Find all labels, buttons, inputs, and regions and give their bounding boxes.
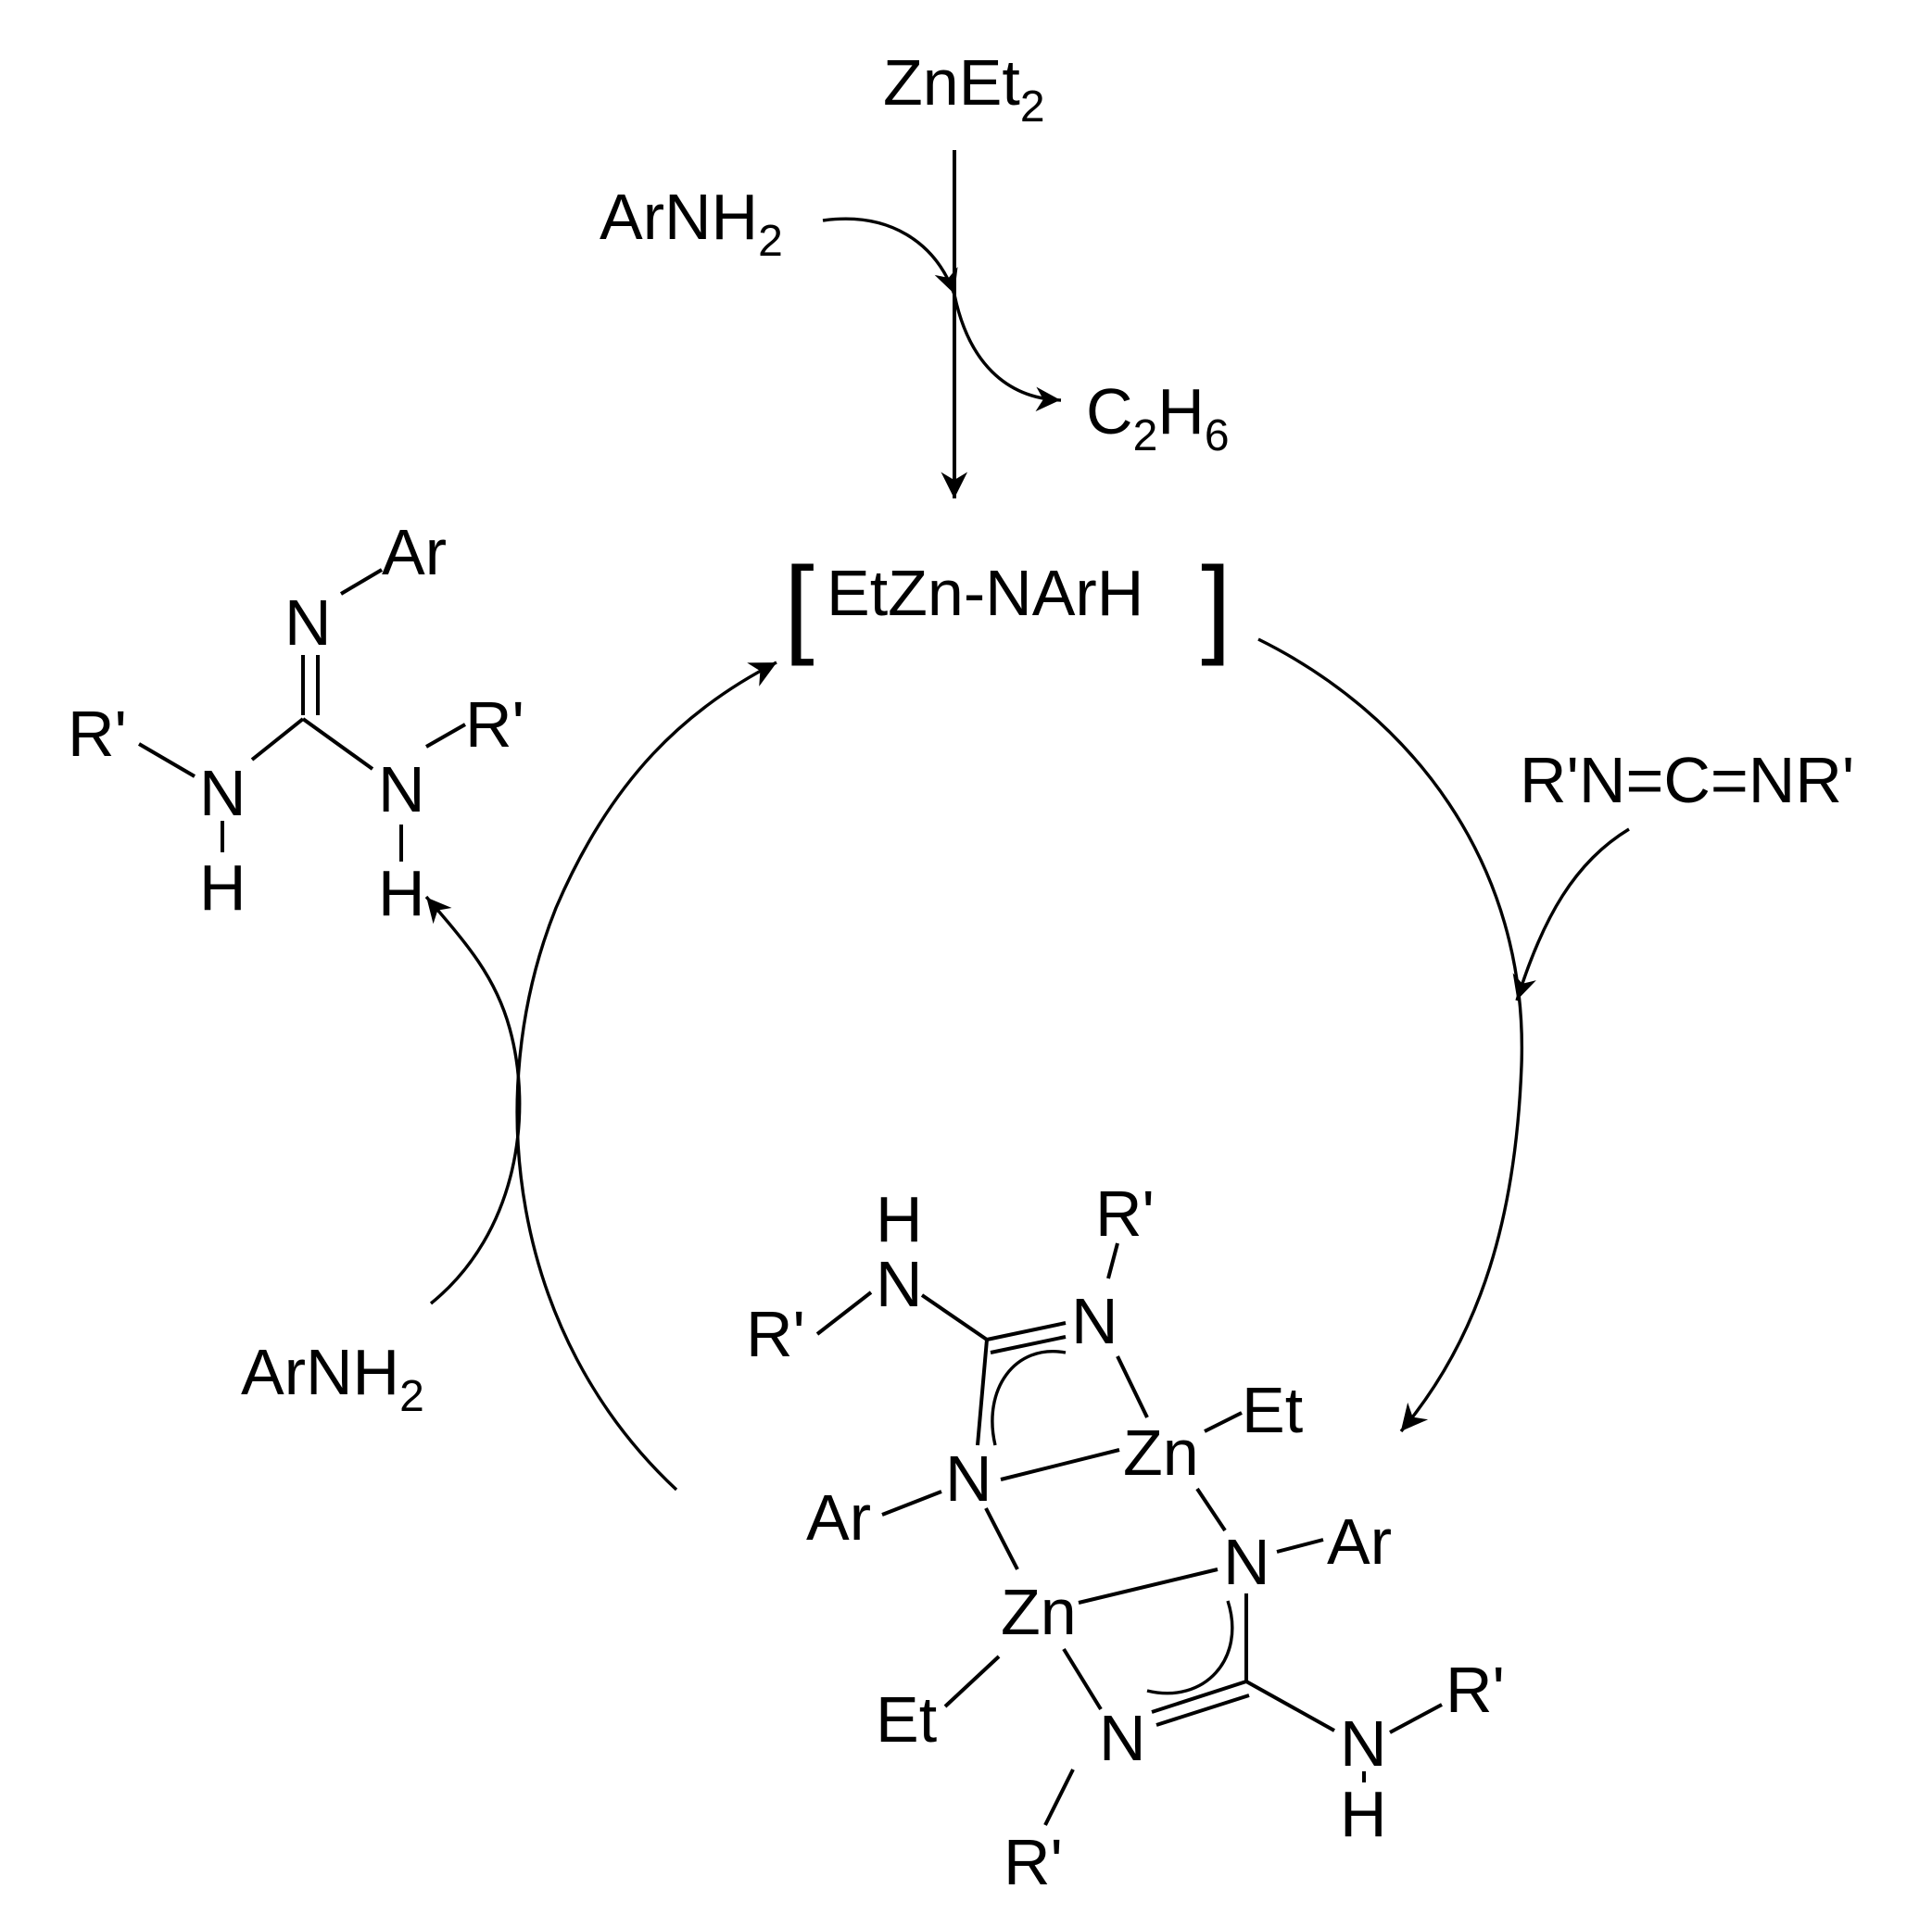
bond-top-nh-c — [920, 1293, 989, 1341]
dimer-zn-lower-label: Zn — [1001, 1576, 1077, 1648]
cycle-arrow-right — [1257, 637, 1524, 1433]
bond-ar-nleft — [881, 1490, 942, 1517]
ethane-release-arrow — [953, 294, 1062, 412]
bond-c-n-right — [301, 717, 374, 771]
dimer-n-left-label: N — [945, 1442, 992, 1515]
bond-top-c-n-a — [986, 1321, 1067, 1341]
bond-n-r-right — [425, 723, 466, 749]
bond-nleft-zn-upper — [1000, 1448, 1120, 1481]
dimer-ar-left-label: Ar — [806, 1481, 871, 1554]
dimer-et-upper-label: Et — [1242, 1374, 1303, 1446]
dimer-bottom-r-left-label: R' — [1004, 1826, 1063, 1898]
dimer-bottom-n-label: N — [1099, 1702, 1146, 1774]
zinc-reagent-label: ZnEt2 — [883, 46, 1045, 132]
bond-top-n-r — [1106, 1242, 1119, 1279]
product-n-right-label: N — [378, 753, 425, 825]
product-imine-n-label: N — [284, 586, 332, 659]
product-r-right-label: R' — [465, 688, 524, 761]
dimer-zn-upper-label: Zn — [1123, 1417, 1199, 1489]
product-h-right-label: H — [378, 857, 425, 929]
carbodiimide-addition-arrow — [1512, 827, 1630, 1001]
bond-zn-lower-nright — [1078, 1568, 1219, 1605]
bond-nh-r-bottom — [1389, 1703, 1443, 1734]
dimer-lower-delocalization-arc — [1146, 1600, 1234, 1695]
bond-c-nh-bottom — [1245, 1680, 1335, 1732]
dimer-top-r-up-label: R' — [1095, 1177, 1155, 1250]
bond-zn-et-upper — [1204, 1411, 1243, 1433]
dimer-upper-delocalization-arc — [991, 1350, 1067, 1446]
dimer-bottom-nh-label: N — [1340, 1707, 1387, 1780]
bond-ar-n — [339, 568, 384, 596]
dimer-top-n-right-label: N — [1071, 1285, 1118, 1357]
guanidine-product-structure: Ar N R' N H R' N H — [68, 516, 524, 929]
bond-top-r-nh — [815, 1291, 873, 1336]
dimer-top-h-label: H — [876, 1183, 923, 1255]
bond-zn-lower-bottom-n — [1062, 1647, 1103, 1711]
bond-r-n-left — [137, 742, 196, 778]
bond-top-c-n-b — [990, 1335, 1067, 1354]
bond-bottom-n-r — [1043, 1769, 1075, 1826]
zinc-guanidinate-dimer-structure: H N R' R' N Zn Et Ar N N Ar Zn Et N R' N… — [746, 1177, 1505, 1898]
dimer-top-r-left-label: R' — [746, 1298, 805, 1370]
protonolysis-arrow — [424, 895, 522, 1305]
ethane-byproduct-label: C2H6 — [1086, 375, 1230, 460]
bond-top-c-nleft — [976, 1339, 989, 1446]
bond-et-zn-lower — [943, 1655, 1001, 1708]
product-ar-label: Ar — [382, 516, 447, 588]
bond-bottom-n-c-b — [1155, 1694, 1250, 1727]
intermediate-bracket-left: [ — [784, 545, 814, 667]
bond-c-n-left — [250, 717, 305, 762]
product-n-left-label: N — [199, 757, 246, 829]
product-h-left-label: H — [199, 851, 246, 924]
cycle-arrow-left — [515, 661, 777, 1492]
bond-zn-upper-nright — [1195, 1487, 1227, 1532]
intermediate-bracket-right: ] — [1201, 545, 1231, 667]
amine-reagent-top-label: ArNH2 — [600, 181, 783, 266]
dimer-ar-right-label: Ar — [1327, 1505, 1392, 1578]
amine-reagent-left-label: ArNH2 — [241, 1336, 424, 1421]
dimer-et-lower-label: Et — [876, 1683, 937, 1756]
bond-top-n-zn — [1116, 1355, 1149, 1418]
bond-bottom-n-c-a — [1151, 1680, 1247, 1714]
bond-nleft-zn-lower — [984, 1507, 1019, 1570]
dimer-bottom-r-right-label: R' — [1446, 1654, 1505, 1726]
dimer-top-nh-label: N — [876, 1248, 923, 1320]
dimer-bottom-h-label: H — [1340, 1778, 1387, 1850]
amine-addition-arrow — [822, 217, 958, 296]
dimer-n-right-label: N — [1223, 1526, 1270, 1598]
carbodiimide-label: R'N=C=NR' — [1520, 744, 1854, 816]
bond-nright-ar — [1276, 1538, 1324, 1554]
product-r-left-label: R' — [68, 698, 127, 770]
zinc-amide-intermediate-label: EtZn-NArH — [827, 557, 1143, 629]
